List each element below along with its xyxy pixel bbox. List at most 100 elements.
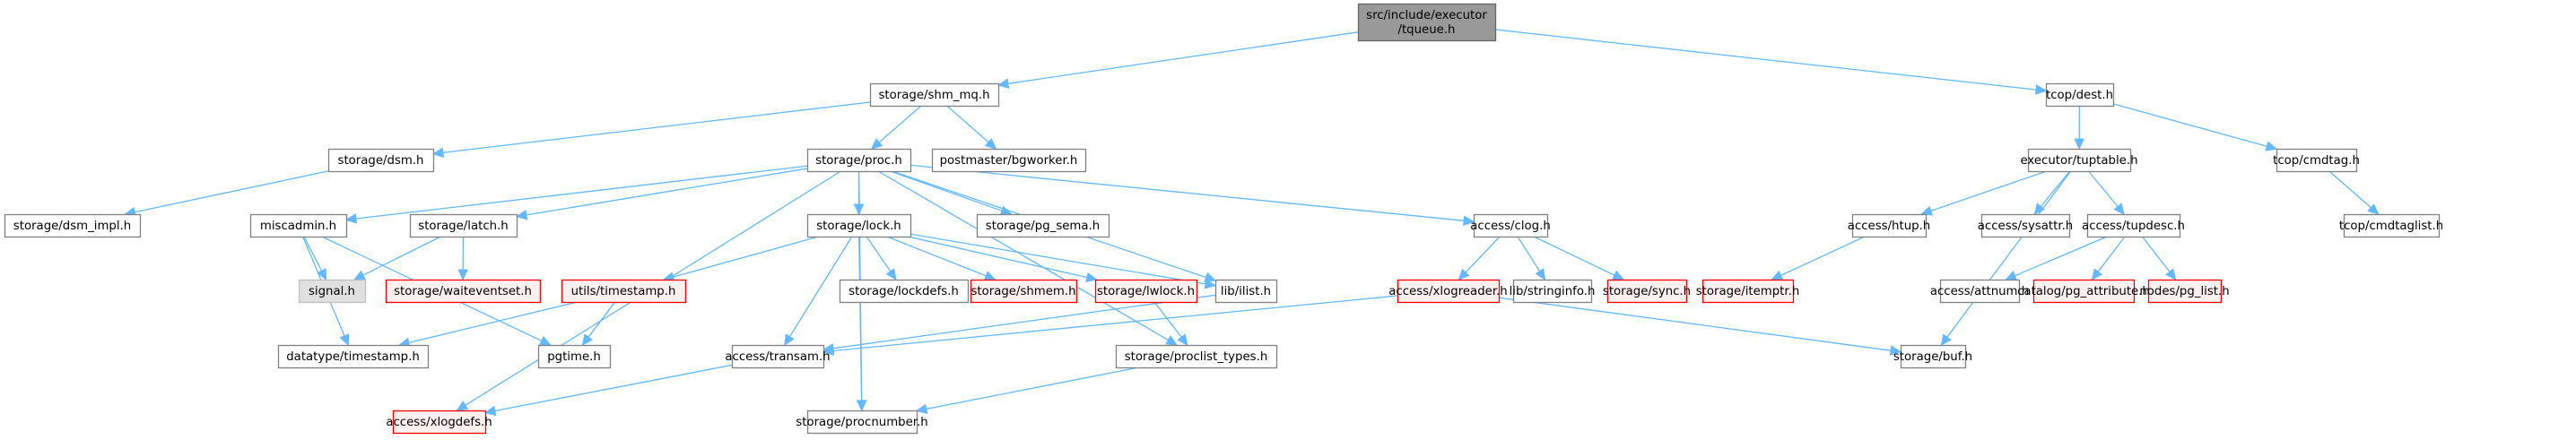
node-xlogdefs[interactable]: access/xlogdefs.h bbox=[386, 410, 492, 435]
node-pgtime[interactable]: pgtime.h bbox=[537, 344, 612, 369]
node-clog[interactable]: access/clog.h bbox=[1470, 213, 1551, 238]
node-proclist_types[interactable]: storage/proclist_types.h bbox=[1115, 344, 1278, 369]
node-miscadmin[interactable]: miscadmin.h bbox=[249, 213, 348, 238]
node-latch[interactable]: storage/latch.h bbox=[409, 213, 518, 238]
node-attnum[interactable]: access/attnum.h bbox=[1930, 279, 2029, 304]
node-waiteventset[interactable]: storage/waiteventset.h bbox=[385, 279, 542, 304]
edge-utils_timestamp-to-pgtime bbox=[581, 301, 616, 346]
node-box bbox=[2032, 279, 2136, 304]
edge-line bbox=[362, 236, 441, 276]
edge-tuptable-to-tupdesc bbox=[2087, 170, 2125, 215]
node-bgworker[interactable]: postmaster/bgworker.h bbox=[931, 148, 1087, 173]
edge-clog-to-sync bbox=[1533, 236, 1625, 280]
node-dsm[interactable]: storage/dsm.h bbox=[327, 148, 435, 173]
node-tuptable[interactable]: executor/tuptable.h bbox=[2020, 148, 2138, 173]
edge-shm_mq-to-bgworker bbox=[946, 105, 997, 150]
arrowhead-icon bbox=[353, 270, 366, 280]
edge-line bbox=[303, 236, 323, 272]
node-box bbox=[277, 344, 430, 369]
node-lock[interactable]: storage/lock.h bbox=[806, 213, 912, 238]
edge-tuptable-to-buf bbox=[1940, 170, 2072, 346]
edge-lock-to-shmem bbox=[886, 236, 996, 281]
edge-xlogreader-to-transam bbox=[822, 295, 1398, 357]
arrowhead-icon bbox=[2165, 268, 2177, 280]
node-pg_list[interactable]: nodes/pg_list.h bbox=[2139, 279, 2230, 304]
edge-cmdtag-to-cmdtaglist bbox=[2328, 170, 2380, 215]
node-lwlock[interactable]: storage/lwlock.h bbox=[1094, 279, 1198, 304]
node-label: tcop/cmdtag.h bbox=[2273, 154, 2360, 168]
edge-latch-to-signal bbox=[353, 236, 441, 280]
edge-line bbox=[2040, 170, 2071, 207]
node-box bbox=[731, 344, 825, 369]
edge-line bbox=[788, 236, 853, 338]
node-itemptr[interactable]: storage/itemptr.h bbox=[1696, 279, 1800, 304]
arrowhead-icon bbox=[984, 138, 997, 150]
node-dsm_impl[interactable]: storage/dsm_impl.h bbox=[4, 213, 142, 238]
arrowhead-icon bbox=[483, 405, 497, 417]
node-box bbox=[2343, 213, 2441, 238]
edge-line bbox=[526, 168, 808, 216]
node-label: storage/proclist_types.h bbox=[1125, 350, 1268, 364]
node-sync[interactable]: storage/sync.h bbox=[1603, 279, 1691, 304]
edge-lock-to-lockdefs bbox=[866, 236, 897, 280]
node-box bbox=[1473, 213, 1549, 238]
node-utils_timestamp[interactable]: utils/timestamp.h bbox=[561, 279, 687, 304]
node-label: storage/buf.h bbox=[1893, 350, 1972, 364]
edge-line bbox=[2087, 170, 2119, 207]
node-label: lib/ilist.h bbox=[1221, 285, 1271, 298]
edge-clog-to-xlogreader bbox=[1458, 236, 1501, 280]
node-shmem[interactable]: storage/shmem.h bbox=[970, 279, 1078, 304]
node-label: storage/itemptr.h bbox=[1696, 285, 1800, 298]
node-shm_mq[interactable]: storage/shm_mq.h bbox=[869, 82, 1000, 108]
node-box bbox=[806, 213, 912, 238]
node-pg_attribute[interactable]: catalog/pg_attribute.h bbox=[2017, 279, 2150, 304]
node-procnumber[interactable]: storage/procnumber.h bbox=[796, 410, 928, 435]
edge-line bbox=[909, 233, 1206, 285]
edge-proc-to-pg_sema bbox=[890, 170, 1013, 216]
node-label: utils/timestamp.h bbox=[571, 285, 676, 298]
arrowhead-icon bbox=[344, 213, 358, 224]
node-xlogreader[interactable]: access/xlogreader.h bbox=[1388, 279, 1508, 304]
node-label: storage/pg_sema.h bbox=[986, 220, 1100, 233]
edge-line bbox=[1533, 236, 1615, 276]
arrowhead-icon bbox=[457, 269, 468, 281]
node-htup[interactable]: access/htup.h bbox=[1848, 213, 1930, 238]
node-label: storage/proc.h bbox=[815, 154, 902, 168]
edge-line bbox=[909, 164, 1465, 221]
node-tupdesc[interactable]: access/tupdesc.h bbox=[2082, 213, 2185, 238]
edge-proc-to-proclist_types bbox=[877, 170, 1179, 346]
node-dt_timestamp[interactable]: datatype/timestamp.h bbox=[277, 344, 430, 369]
node-box bbox=[1939, 279, 2021, 304]
node-pg_sema[interactable]: storage/pg_sema.h bbox=[976, 213, 1110, 238]
node-box bbox=[392, 410, 487, 435]
node-label: src/include/executor bbox=[1366, 9, 1487, 22]
node-label: /tqueue.h bbox=[1397, 23, 1455, 37]
node-proc[interactable]: storage/proc.h bbox=[806, 148, 912, 173]
node-buf[interactable]: storage/buf.h bbox=[1893, 344, 1972, 369]
node-dest[interactable]: tcop/dest.h bbox=[2045, 82, 2115, 108]
edge-line bbox=[2097, 236, 2126, 272]
edge-line bbox=[2112, 103, 2267, 147]
node-sysattr[interactable]: access/sysattr.h bbox=[1978, 213, 2074, 238]
node-stringinfo[interactable]: lib/stringinfo.h bbox=[1510, 279, 1596, 304]
node-ilist[interactable]: lib/ilist.h bbox=[1214, 279, 1278, 304]
node-cmdtag[interactable]: tcop/cmdtag.h bbox=[2273, 148, 2360, 173]
edge-line bbox=[866, 236, 892, 272]
arrowhead-icon bbox=[431, 147, 445, 159]
node-box bbox=[385, 279, 542, 304]
arrowhead-icon bbox=[515, 210, 528, 220]
node-label: catalog/pg_attribute.h bbox=[2017, 285, 2150, 298]
node-box bbox=[2086, 213, 2181, 238]
arrowhead-icon bbox=[339, 333, 350, 347]
node-box bbox=[869, 82, 1000, 108]
arrowhead-icon bbox=[1612, 270, 1625, 280]
node-box bbox=[931, 148, 1087, 173]
edge-line bbox=[1007, 31, 1359, 84]
node-cmdtaglist[interactable]: tcop/cmdtaglist.h bbox=[2339, 213, 2443, 238]
node-transam[interactable]: access/transam.h bbox=[725, 344, 831, 369]
edge-proc-to-clog bbox=[909, 164, 1475, 227]
arrowhead-icon bbox=[996, 78, 1010, 89]
arrowhead-icon bbox=[1458, 268, 1470, 280]
node-box bbox=[806, 148, 912, 173]
node-lockdefs[interactable]: storage/lockdefs.h bbox=[839, 279, 970, 304]
